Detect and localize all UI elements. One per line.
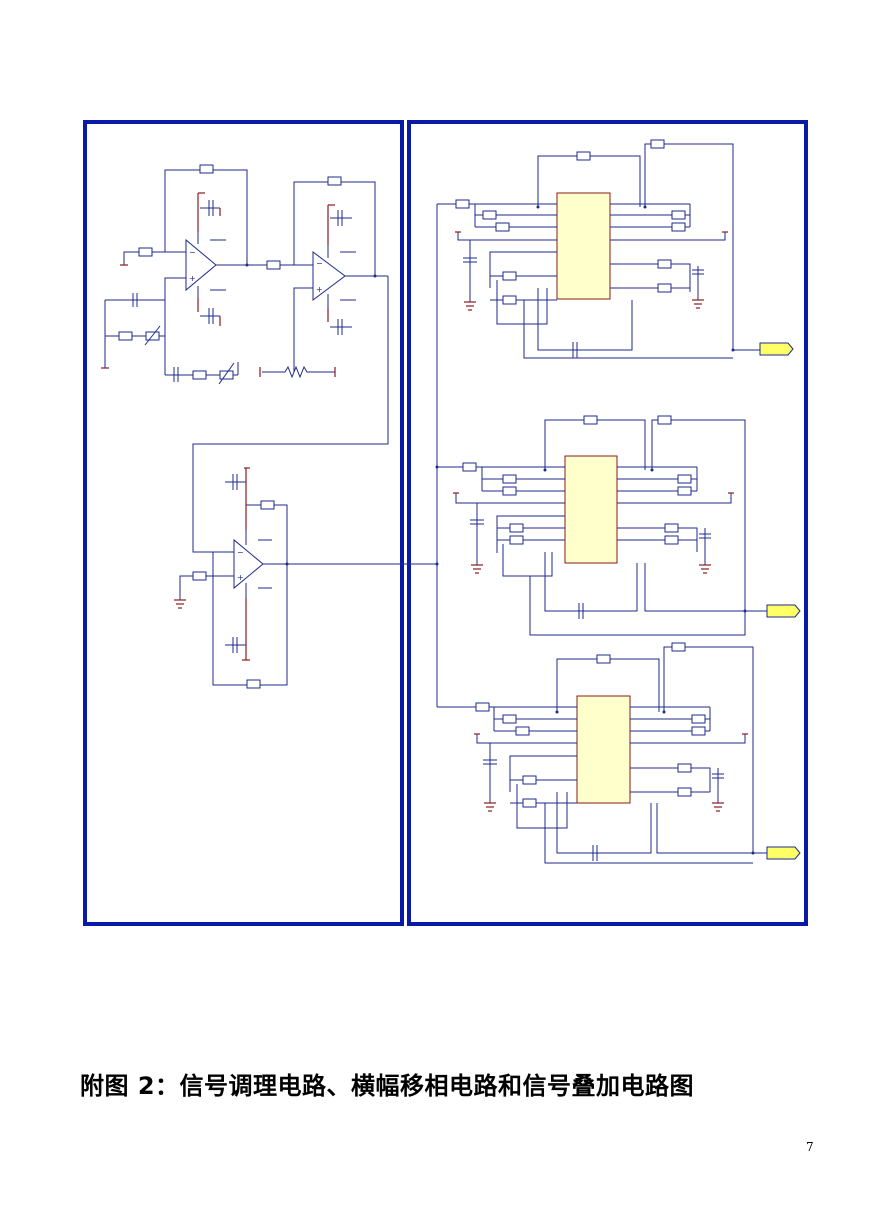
svg-text:−: − xyxy=(237,548,244,557)
resistor-feedback-2 xyxy=(327,176,342,186)
right-panel-frame xyxy=(407,120,808,926)
opamp-2 xyxy=(312,251,346,301)
svg-text:+: + xyxy=(189,274,196,283)
resistor-bias-3 xyxy=(260,500,275,510)
resistor-input-network xyxy=(118,331,133,341)
ic-chip-3 xyxy=(576,695,631,804)
phase-shift-block-3 xyxy=(437,642,801,864)
phase-shift-block-1 xyxy=(437,139,794,359)
resistor-feedback-1 xyxy=(199,164,214,174)
left-panel-frame xyxy=(83,120,404,926)
svg-text:−: − xyxy=(316,259,323,268)
resistor-stage-2 xyxy=(266,260,281,270)
figure-caption: 附图 2：信号调理电路、横幅移相电路和信号叠加电路图 xyxy=(80,1072,695,1100)
ic-chip-1 xyxy=(556,192,611,300)
output-port-2 xyxy=(766,604,801,618)
resistor-feedback-3 xyxy=(246,679,261,689)
svg-text:+: + xyxy=(237,573,244,582)
output-port-3 xyxy=(766,846,801,860)
svg-text:+: + xyxy=(316,285,323,294)
signal-conditioning-circuit: − + xyxy=(101,164,437,689)
svg-text:−: − xyxy=(189,248,196,257)
resistor-rc-1 xyxy=(192,370,207,380)
ic-chip-2 xyxy=(564,455,618,564)
output-port-1 xyxy=(759,342,794,356)
opamp-3 xyxy=(233,538,264,590)
resistor-input-3 xyxy=(192,571,207,581)
potentiometer-2 xyxy=(219,370,234,380)
opamp-1 xyxy=(185,238,217,292)
resistor-input-1 xyxy=(138,247,153,257)
page-number: 7 xyxy=(806,1140,814,1154)
phase-shift-block-2 xyxy=(437,415,801,636)
